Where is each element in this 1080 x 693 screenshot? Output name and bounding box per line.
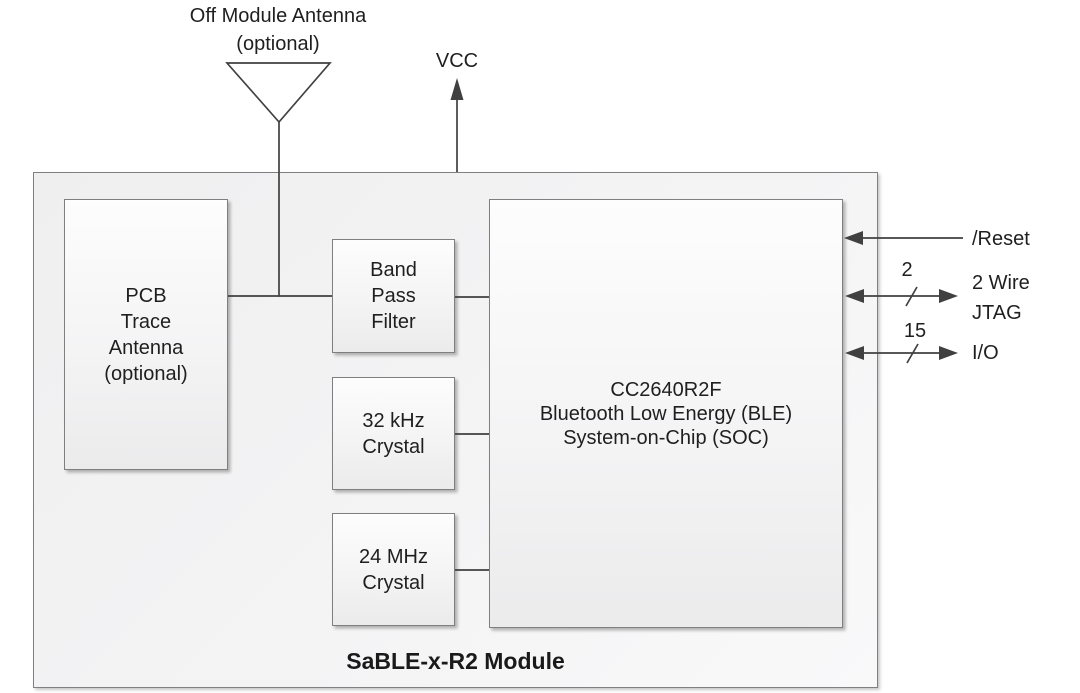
pcb-trace-antenna-box: PCB Trace Antenna (optional) <box>64 199 228 470</box>
vcc-label: VCC <box>435 50 479 72</box>
crystal-24mhz-label: 24 MHz Crystal <box>359 545 428 594</box>
jtag-bus-slash-icon <box>905 286 918 307</box>
io-bus-width-label: 15 <box>903 320 927 342</box>
io-bus-slash-icon <box>906 343 919 364</box>
band-pass-filter-label: Band Pass Filter <box>370 259 417 333</box>
jtag-bus-width-label: 2 <box>901 259 913 281</box>
soc-label: CC2640R2F Bluetooth Low Energy (BLE) Sys… <box>539 378 793 449</box>
vcc-arrowhead-icon <box>450 78 464 100</box>
crystal-32khz-box: 32 kHz Crystal <box>332 377 455 490</box>
crystal-24mhz-box: 24 MHz Crystal <box>332 513 455 626</box>
jtag-port-label: 2 Wire JTAG <box>972 272 1030 324</box>
module-title: SaBLE-x-R2 Module <box>346 648 565 674</box>
jtag-right-arrowhead-icon <box>939 289 958 303</box>
off-module-antenna-label: Off Module Antenna (optional) <box>189 5 367 55</box>
io-port-label: I/O <box>972 342 999 364</box>
antenna-icon <box>225 62 332 124</box>
band-pass-filter-box: Band Pass Filter <box>332 239 455 353</box>
pcb-trace-antenna-label: PCB Trace Antenna (optional) <box>104 284 188 385</box>
crystal-32khz-label: 32 kHz Crystal <box>362 409 425 458</box>
io-right-arrowhead-icon <box>939 346 958 360</box>
reset-port-label: /Reset <box>972 228 1030 250</box>
soc-box: CC2640R2F Bluetooth Low Energy (BLE) Sys… <box>489 199 843 628</box>
